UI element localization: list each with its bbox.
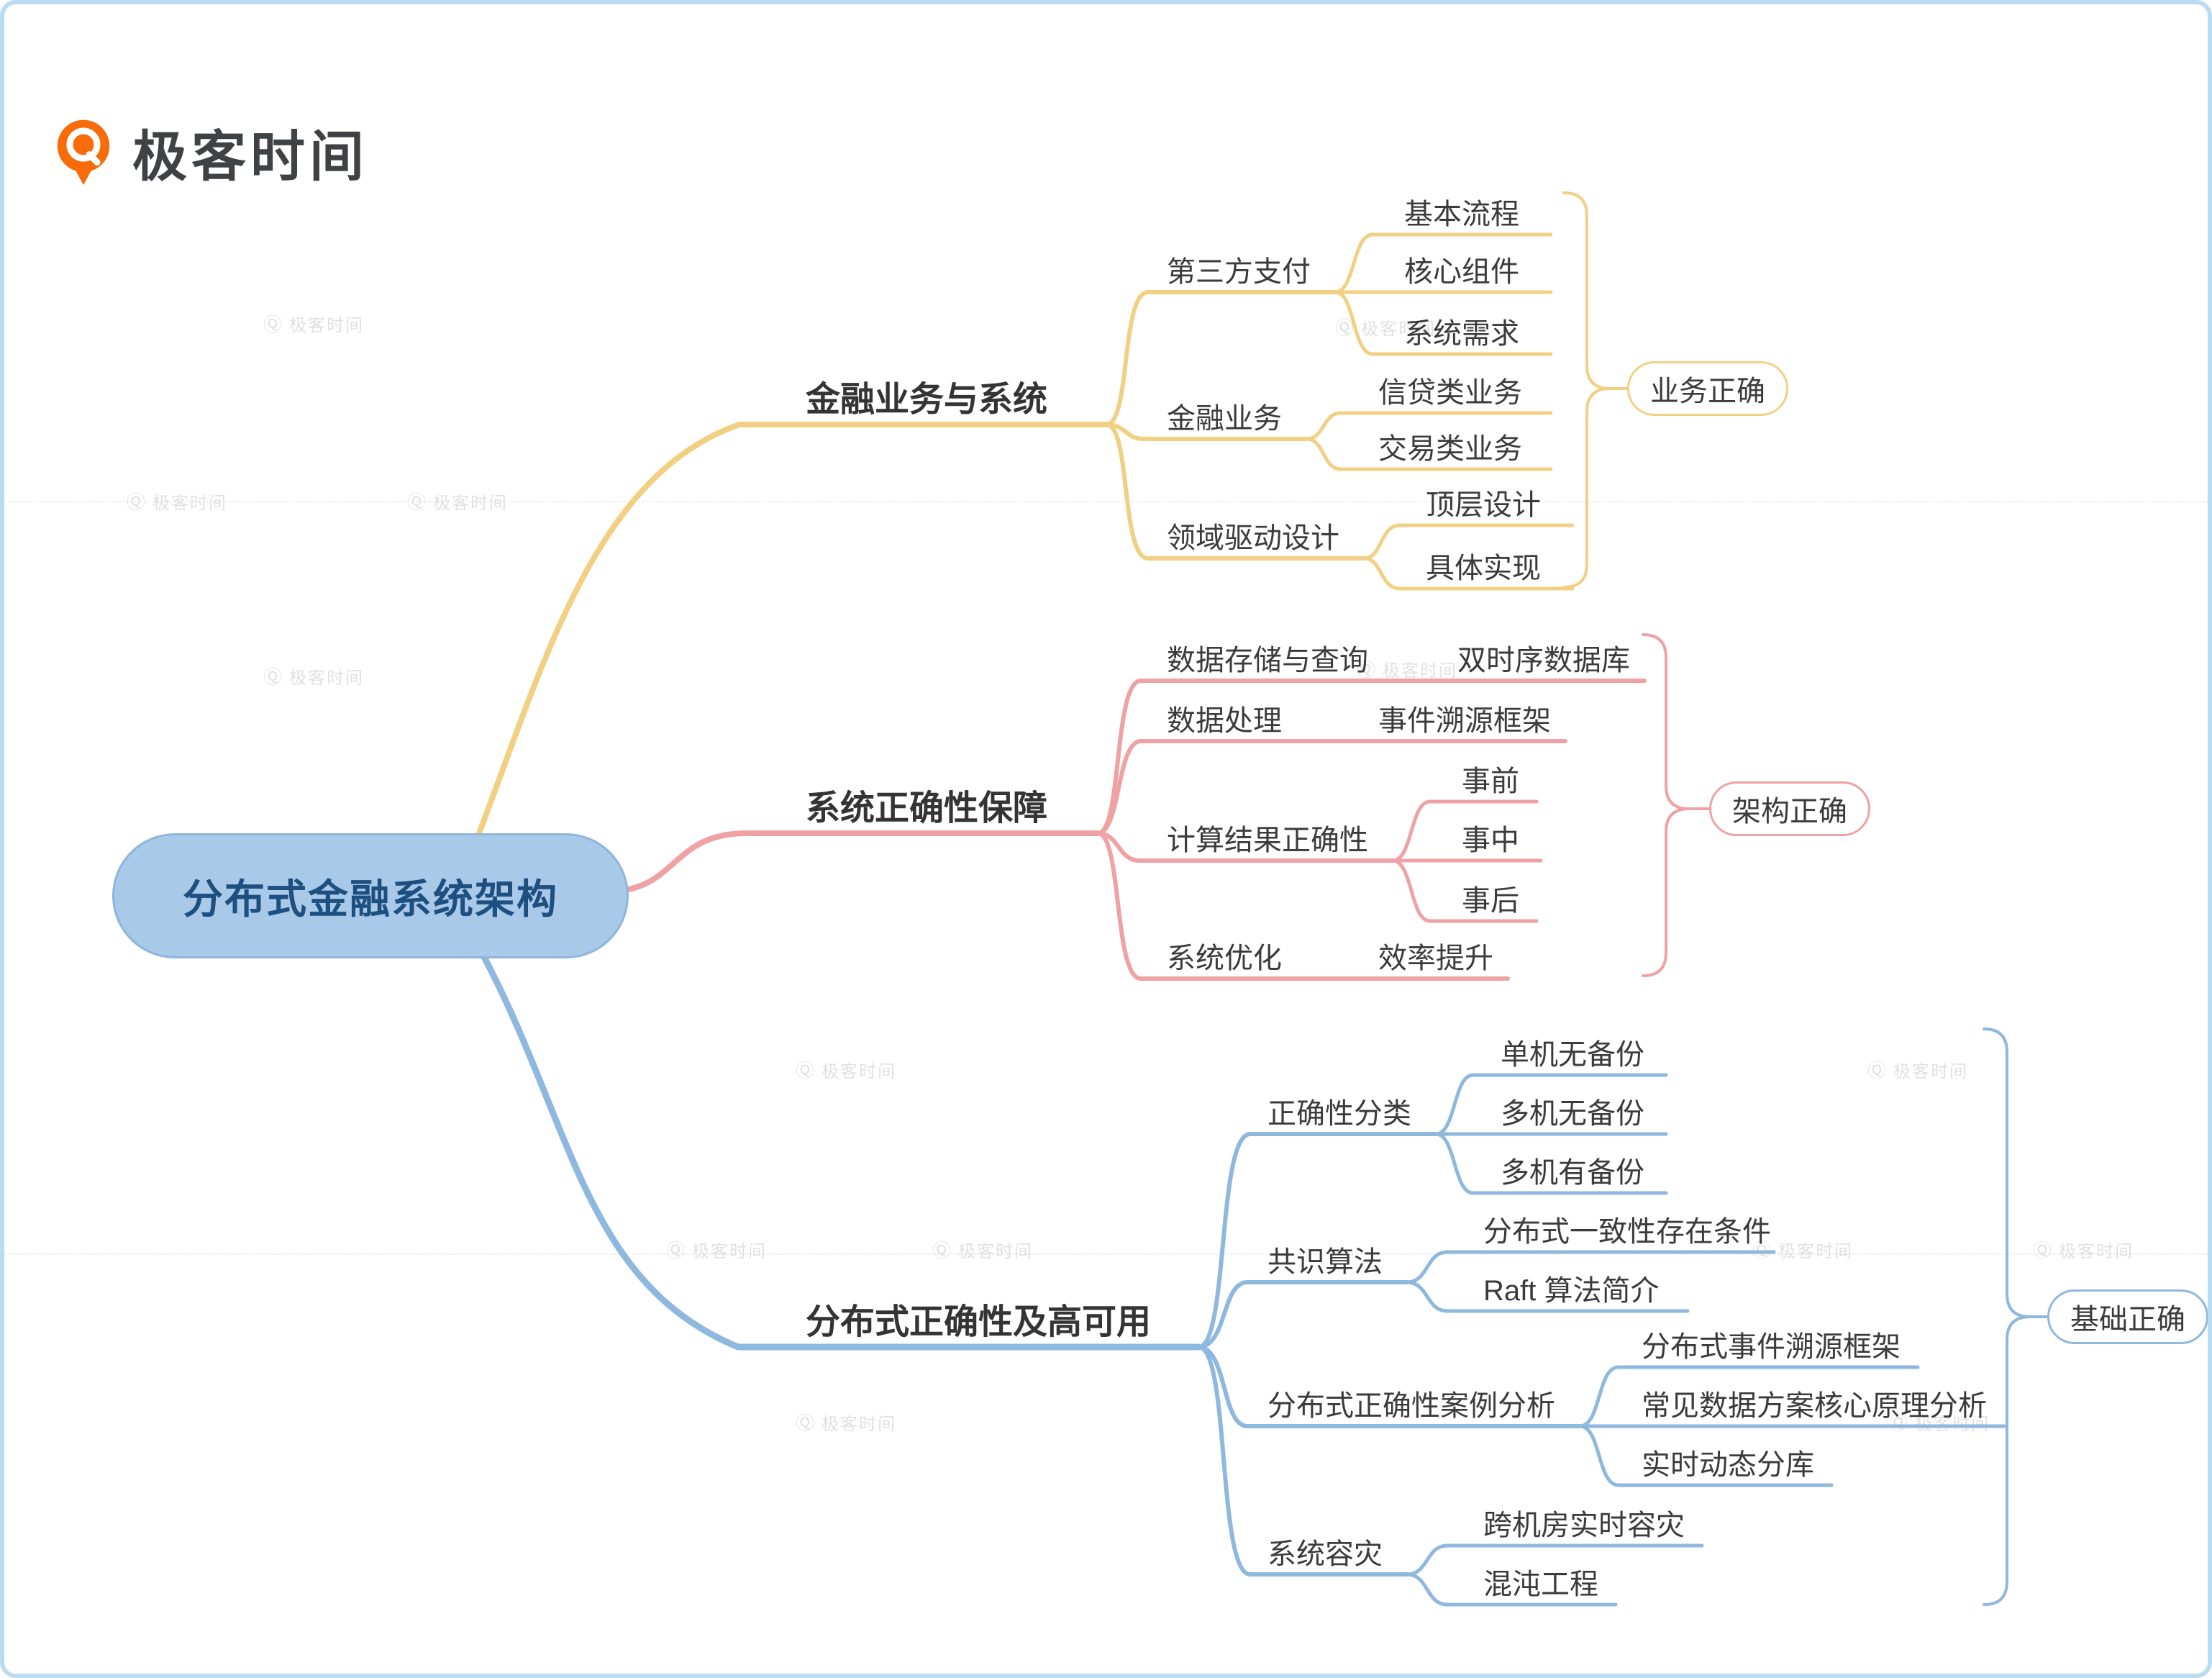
watermark-logo-icon: Ⓠ xyxy=(2033,1240,2054,1261)
topic[interactable]: 系统容灾 xyxy=(1267,1538,1383,1570)
subtopic[interactable]: 双时序数据库 xyxy=(1457,645,1630,676)
watermark-label: 极客时间 xyxy=(1383,661,1458,681)
topic[interactable]: 领域驱动设计 xyxy=(1167,522,1339,554)
branch-finance-connectors xyxy=(469,191,1629,855)
branch-distributed-connectors xyxy=(472,938,2049,1607)
watermark-label: 极客时间 xyxy=(2059,1242,2134,1261)
subtopic[interactable]: 核心组件 xyxy=(1404,256,1519,288)
topic[interactable]: 第三方支付 xyxy=(1167,256,1311,288)
subtopic[interactable]: 事中 xyxy=(1462,825,1519,856)
watermark-logo-icon: Ⓠ xyxy=(407,491,428,513)
brand-name: 极客时间 xyxy=(132,127,368,188)
watermark-logo-icon: Ⓠ xyxy=(263,314,284,335)
subtopic[interactable]: 效率提升 xyxy=(1378,943,1493,974)
watermark: Ⓠ 极客时间 xyxy=(2033,1236,2134,1263)
topic[interactable]: 分布式正确性案例分析 xyxy=(1267,1390,1555,1422)
subtopic[interactable]: 系统需求 xyxy=(1404,318,1519,350)
subtopic[interactable]: 基本流程 xyxy=(1404,199,1519,230)
topic[interactable]: 计算结果正确性 xyxy=(1167,825,1368,856)
subtopic[interactable]: 事前 xyxy=(1462,766,1519,797)
watermark-logo-icon: Ⓠ xyxy=(263,666,284,688)
topic[interactable]: 数据处理 xyxy=(1167,705,1282,737)
subtopic[interactable]: 实时动态分库 xyxy=(1642,1449,1814,1481)
subtopic[interactable]: 事后 xyxy=(1462,885,1519,917)
watermark: Ⓠ 极客时间 xyxy=(263,310,364,337)
subtopic[interactable]: 交易类业务 xyxy=(1378,433,1522,465)
watermark-label: 极客时间 xyxy=(958,1242,1034,1261)
watermark-label: 极客时间 xyxy=(289,668,365,688)
guide-dotted-line xyxy=(4,1253,2208,1255)
watermark-logo-icon: Ⓠ xyxy=(1335,317,1356,339)
watermark: Ⓠ 极客时间 xyxy=(1867,1056,1968,1083)
subtopic[interactable]: 单机无备份 xyxy=(1501,1039,1644,1071)
watermark-logo-icon: Ⓠ xyxy=(796,1412,816,1434)
subtopic[interactable]: 分布式一致性存在条件 xyxy=(1483,1216,1771,1248)
watermark-logo-icon: Ⓠ xyxy=(127,491,147,513)
branch-topic[interactable]: 金融业务与系统 xyxy=(806,381,1048,419)
watermark-logo-icon: Ⓠ xyxy=(796,1060,816,1081)
watermark-label: 极客时间 xyxy=(1893,1062,1969,1081)
topic[interactable]: 共识算法 xyxy=(1267,1246,1383,1278)
watermark: Ⓠ 极客时间 xyxy=(932,1236,1033,1263)
watermark: Ⓠ 极客时间 xyxy=(796,1409,896,1436)
watermark-logo-icon: Ⓠ xyxy=(932,1240,953,1261)
topic[interactable]: 正确性分类 xyxy=(1267,1098,1411,1130)
subtopic[interactable]: 混沌工程 xyxy=(1483,1569,1598,1600)
watermark-label: 极客时间 xyxy=(821,1062,897,1081)
branch-correctness-connectors xyxy=(614,633,1711,981)
subtopic[interactable]: 跨机房实时容灾 xyxy=(1483,1510,1685,1541)
summary-badge[interactable]: 架构正确 xyxy=(1709,781,1870,836)
subtopic[interactable]: 事件溯源框架 xyxy=(1378,705,1551,737)
watermark: Ⓠ 极客时间 xyxy=(796,1056,896,1083)
watermark-logo-icon: Ⓠ xyxy=(1357,659,1378,681)
watermark: Ⓠ 极客时间 xyxy=(127,488,227,514)
watermark-label: 极客时间 xyxy=(692,1242,768,1261)
subtopic[interactable]: 信贷类业务 xyxy=(1378,377,1522,409)
root-topic[interactable]: 分布式金融系统架构 xyxy=(112,833,629,958)
watermark: Ⓠ 极客时间 xyxy=(666,1236,767,1263)
watermark-logo-icon: Ⓠ xyxy=(1867,1060,1888,1081)
watermark-label: 极客时间 xyxy=(289,316,365,335)
topic[interactable]: 系统优化 xyxy=(1167,943,1282,974)
watermark-label: 极客时间 xyxy=(433,494,509,513)
watermark-label: 极客时间 xyxy=(153,494,228,513)
summary-badge[interactable]: 基础正确 xyxy=(2047,1289,2208,1344)
branch-topic[interactable]: 系统正确性保障 xyxy=(806,789,1048,827)
watermark: Ⓠ 极客时间 xyxy=(407,488,508,514)
branch-topic[interactable]: 分布式正确性及高可用 xyxy=(806,1303,1152,1341)
subtopic[interactable]: 具体实现 xyxy=(1426,553,1541,584)
watermark-logo-icon: Ⓠ xyxy=(666,1240,687,1261)
subtopic[interactable]: 多机有备份 xyxy=(1501,1157,1644,1189)
topic[interactable]: 金融业务 xyxy=(1167,403,1282,435)
watermark-label: 极客时间 xyxy=(821,1415,897,1434)
brand-header: 极客时间 xyxy=(52,112,368,191)
subtopic[interactable]: 顶层设计 xyxy=(1426,489,1541,521)
watermark-label: 极客时间 xyxy=(1361,319,1437,339)
geektime-logo-icon xyxy=(57,119,110,186)
watermark-label: 极客时间 xyxy=(1778,1242,1854,1261)
subtopic[interactable]: 常见数据方案核心原理分析 xyxy=(1642,1390,1987,1422)
connector-layer xyxy=(469,191,2049,1607)
subtopic[interactable]: 多机无备份 xyxy=(1501,1098,1644,1130)
subtopic[interactable]: 分布式事件溯源框架 xyxy=(1642,1331,1901,1363)
guide-dotted-line xyxy=(4,501,2208,502)
topic[interactable]: 数据存储与查询 xyxy=(1167,645,1368,676)
subtopic[interactable]: Raft 算法简介 xyxy=(1483,1275,1660,1307)
summary-badge[interactable]: 业务正确 xyxy=(1627,361,1788,416)
watermark-logo-icon: Ⓠ xyxy=(1889,1412,1910,1434)
